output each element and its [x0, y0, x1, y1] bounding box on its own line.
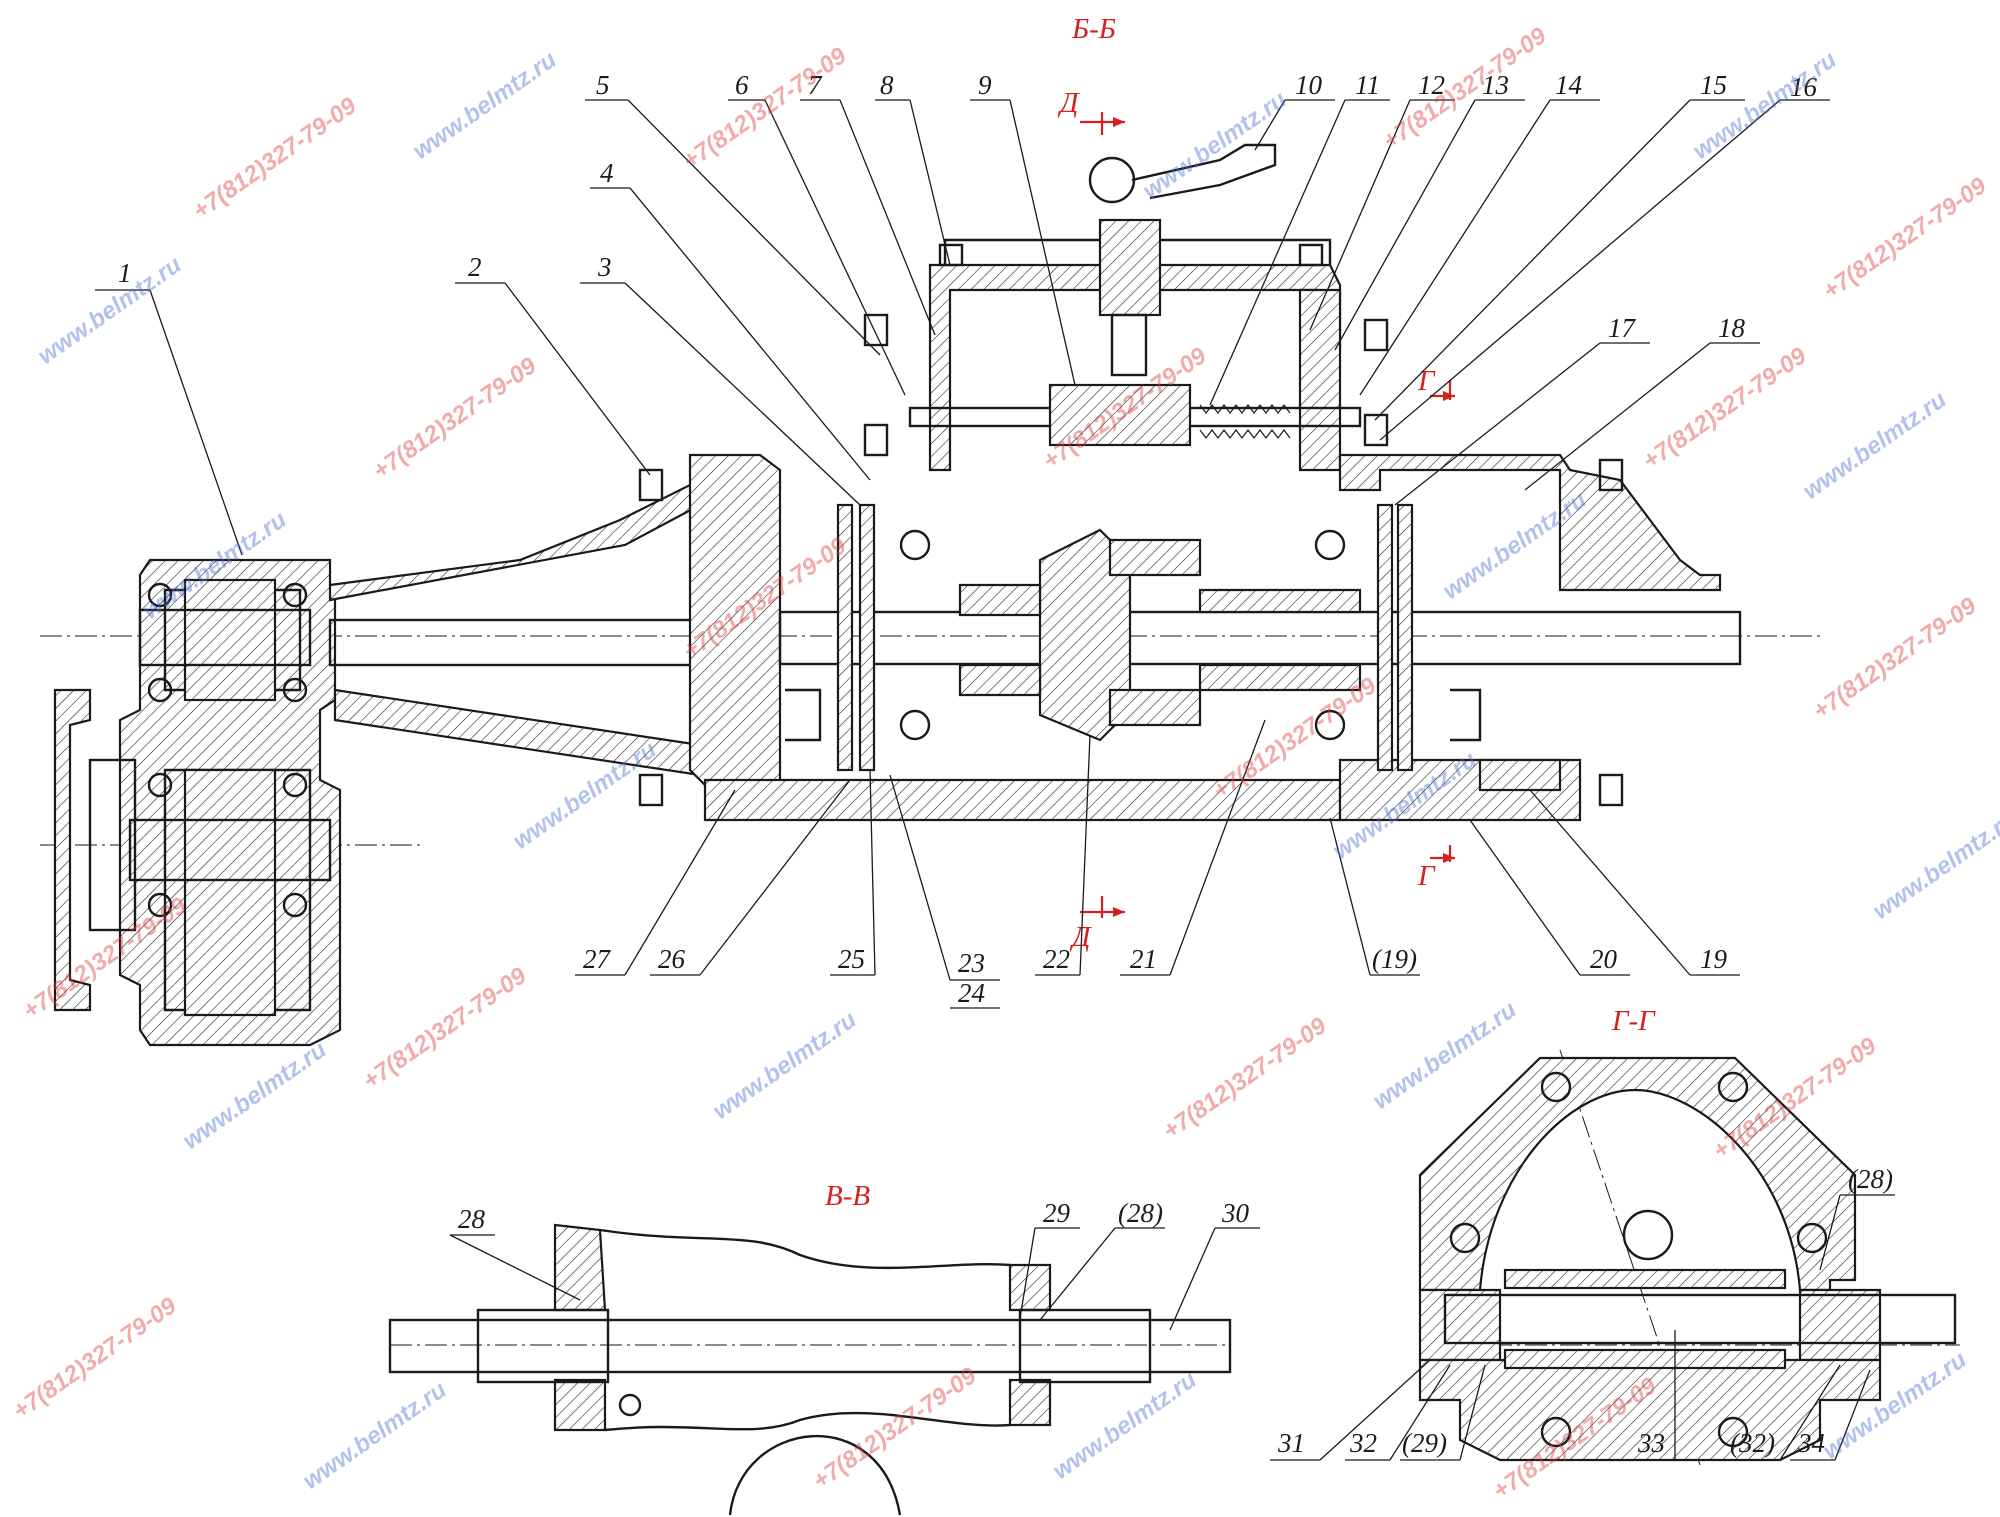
callout-19: 19: [1700, 944, 1728, 974]
callout-11: 11: [1355, 70, 1380, 100]
callout-5: 5: [596, 70, 610, 100]
callout-24: 24: [958, 978, 985, 1008]
watermark-phone: +7(812)327-79-09: [1158, 1012, 1332, 1145]
callout-6: 6: [735, 70, 749, 100]
watermark-phone: +7(812)327-79-09: [808, 1362, 982, 1495]
watermark-phone: +7(812)327-79-09: [368, 352, 542, 485]
watermark-site: www.belmtz.ru: [298, 1376, 452, 1495]
section-label-gg: Г-Г: [1611, 1005, 1656, 1037]
callout-32b: (32): [1730, 1428, 1775, 1458]
callout-8: 8: [880, 70, 894, 100]
watermark-site: www.belmtz.ru: [33, 251, 187, 370]
callout-28c: (28): [1848, 1164, 1893, 1194]
callout-30: 30: [1221, 1198, 1250, 1228]
section-label-g-bottom: Г: [1417, 860, 1436, 892]
callout-34: 34: [1797, 1428, 1825, 1458]
callout-12: 12: [1418, 70, 1445, 100]
callout-27: 27: [583, 944, 612, 974]
watermark-site: www.belmtz.ru: [1868, 806, 2000, 925]
callout-7: 7: [808, 70, 823, 100]
callout-18: 18: [1718, 313, 1746, 343]
callout-33: 33: [1637, 1428, 1665, 1458]
callout-26: 26: [658, 944, 686, 974]
callout-3: 3: [597, 252, 612, 282]
callout-28b: (28): [1118, 1198, 1163, 1228]
callout-14: 14: [1555, 70, 1582, 100]
watermark-site: www.belmtz.ru: [1798, 386, 1952, 505]
section-label-g-top: Г: [1417, 365, 1436, 397]
watermark-site: www.belmtz.ru: [408, 46, 562, 165]
section-markers: Б-Б Д Д Г Г: [1057, 13, 1455, 953]
callout-21: 21: [1130, 944, 1157, 974]
callout-22: 22: [1043, 944, 1070, 974]
callout-25: 25: [838, 944, 865, 974]
callout-19b: (19): [1372, 944, 1417, 974]
watermark-site: www.belmtz.ru: [708, 1006, 862, 1125]
callout-32: 32: [1349, 1428, 1377, 1458]
watermark-phone: +7(812)327-79-09: [358, 962, 532, 1095]
callout-10: 10: [1295, 70, 1323, 100]
section-label-d-top: Д: [1057, 87, 1080, 119]
callout-28: 28: [458, 1204, 486, 1234]
callout-13: 13: [1482, 70, 1509, 100]
callouts-main: 1 2 3 4 5 6 7 8 9 10 11 12 13 14 15 16 1…: [95, 70, 1830, 1009]
callout-20: 20: [1590, 944, 1618, 974]
callout-1: 1: [118, 258, 132, 288]
watermark-site: www.belmtz.ru: [1048, 1366, 1202, 1485]
callout-29b: (29): [1402, 1428, 1447, 1458]
watermark-phone: +7(812)327-79-09: [678, 42, 852, 175]
callout-9: 9: [978, 70, 992, 100]
callout-2: 2: [468, 252, 482, 282]
section-gg-view: Г-Г 31 32 (29) 33 (32) 34 (28): [1270, 1005, 1960, 1466]
watermark-site: www.belmtz.ru: [178, 1036, 332, 1155]
watermark-phone: +7(812)327-79-09: [188, 92, 362, 225]
callout-16: 16: [1790, 72, 1818, 102]
watermark-site: www.belmtz.ru: [1688, 46, 1842, 165]
watermark-phone: +7(812)327-79-09: [1818, 172, 1992, 305]
watermark-phone: +7(812)327-79-09: [1808, 592, 1982, 725]
callout-29: 29: [1043, 1198, 1071, 1228]
watermark-phone: +7(812)327-79-09: [1638, 342, 1812, 475]
main-section-view: [40, 143, 1820, 1047]
section-label-bb: Б-Б: [1071, 13, 1116, 45]
callout-31: 31: [1277, 1428, 1305, 1458]
callout-17: 17: [1608, 313, 1637, 343]
callout-23: 23: [958, 948, 985, 978]
watermark-phone: +7(812)327-79-09: [1378, 22, 1552, 155]
section-label-vv: В-В: [825, 1180, 870, 1212]
callout-4: 4: [600, 158, 614, 188]
section-label-d-bottom: Д: [1069, 921, 1092, 953]
callout-15: 15: [1700, 70, 1727, 100]
section-vv-view: В-В 28 29 (28) 30: [388, 1180, 1260, 1516]
watermark-phone: +7(812)327-79-09: [8, 1292, 182, 1425]
